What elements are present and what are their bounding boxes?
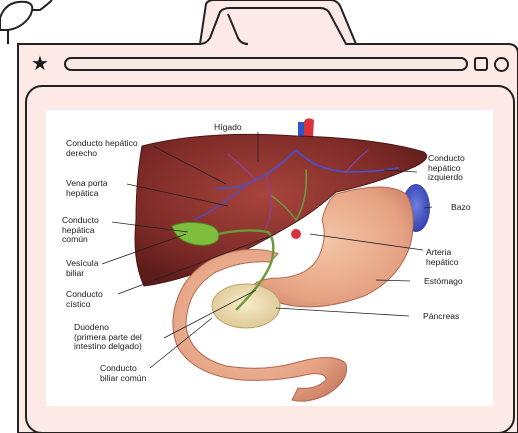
label-conducto-hepatico-derecho: Conducto hepático derecho [66,139,138,158]
label-vena-porta: Vena porta hepática [66,179,108,198]
address-bar[interactable] [64,57,468,71]
label-higado: Hígado [214,123,242,133]
label-conducto-hepatico-izquierdo: Conducto hepático izquierdo [428,154,465,183]
label-duodeno: Duodeno (primera parte del intestino del… [74,323,142,352]
label-arteria-hepatico: Arteria hepático [426,248,459,267]
label-conducto-biliar-comun: Conducto biliar común [100,364,146,383]
pancreas-shape [212,284,280,328]
label-bazo: Bazo [451,203,471,213]
label-estomago: Estómago [424,277,463,287]
star-icon[interactable]: ★ [31,53,51,73]
diagram-panel: Hígado Conducto hepático derecho Vena po… [46,110,493,406]
circle-button-icon[interactable] [494,57,509,72]
label-pancreas: Páncreas [423,312,459,322]
square-button-icon[interactable] [474,57,488,71]
label-conducto-cistico: Conducto cístico [66,290,103,309]
label-conducto-hepatico-comun: Conducto hepática común [62,216,99,245]
label-vesicula: Vesícula biliar [66,259,99,278]
